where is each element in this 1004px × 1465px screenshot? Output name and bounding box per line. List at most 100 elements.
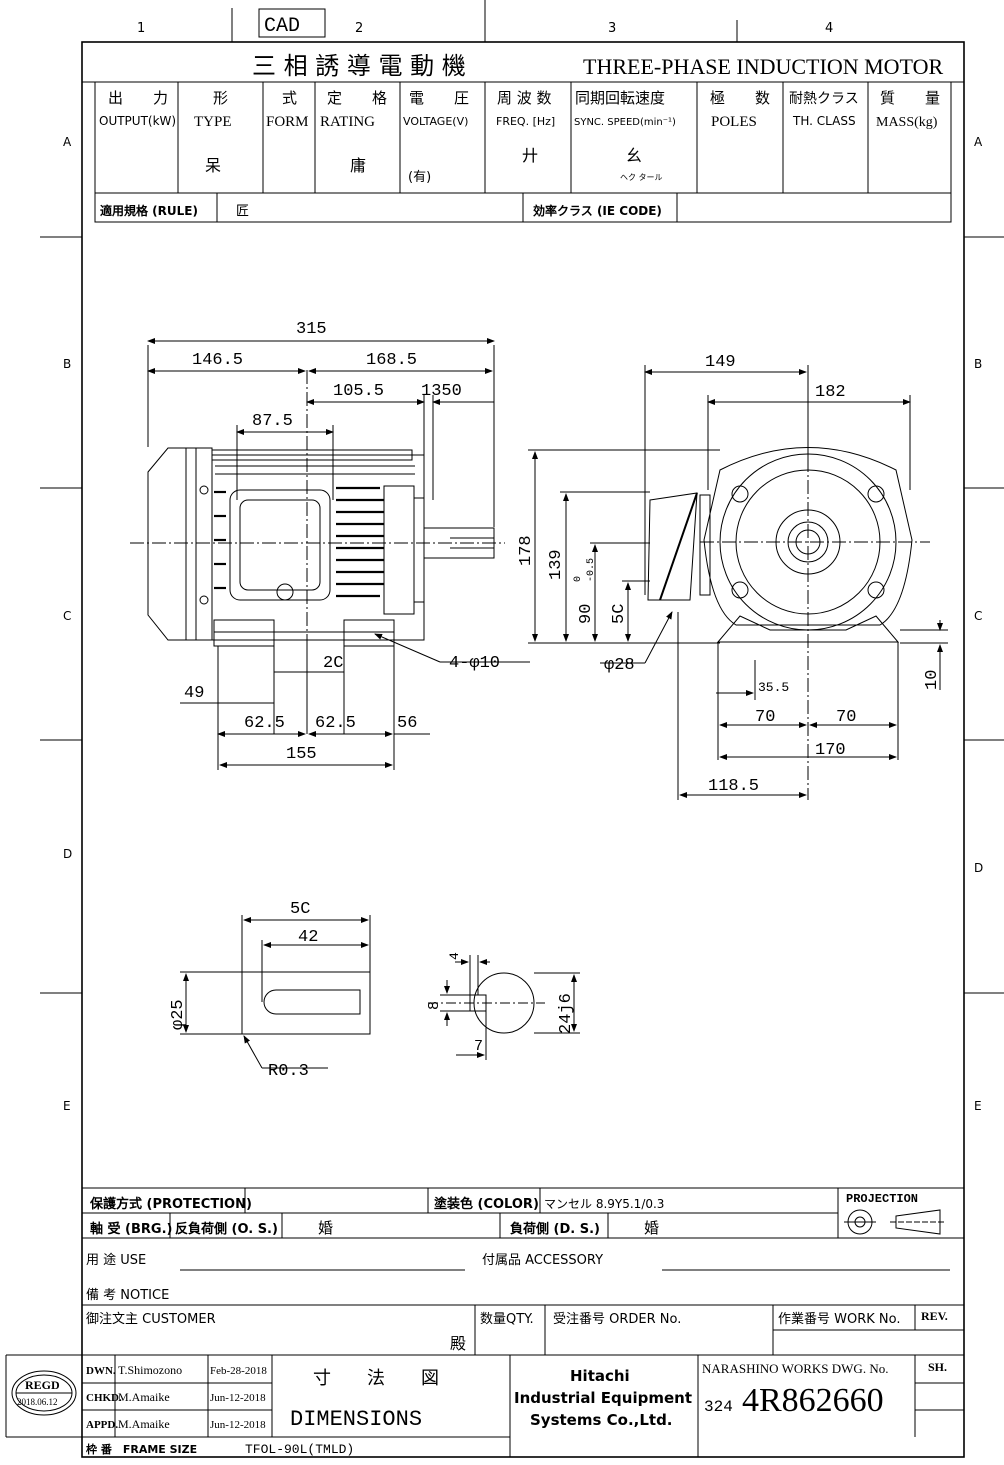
dim-149: 149 (705, 353, 736, 372)
os-label: 反負荷側 (O. S.) (175, 1221, 278, 1237)
val-sync: 幺 (626, 146, 642, 165)
val-rating: 庸 (350, 156, 366, 175)
title-en: THREE-PHASE INDUCTION MOTOR (583, 54, 943, 79)
hdr-freq-en: FREQ. [Hz] (496, 115, 555, 128)
qty-label: 数量QTY. (480, 1312, 534, 1327)
bearing-label: 軸 受 (BRG.) (90, 1221, 172, 1237)
title-dimensions-jp: 寸 法 図 (313, 1368, 439, 1389)
hdr-freq: 周 波 数 (497, 89, 552, 107)
hdr-thclass-en: TH. CLASS (792, 114, 856, 128)
dim-182: 182 (815, 383, 846, 402)
hdr-output-en: OUTPUT(kW) (99, 114, 176, 128)
order-label: 受注番号 ORDER No. (553, 1312, 681, 1327)
spec-values: 呆 庸 (有) 廾 幺 ヘク タール 適用規格 (RULE) 匠 効率クラス (… (100, 146, 663, 219)
ds-label: 負荷側 (D. S.) (510, 1221, 600, 1237)
work-label: 作業番号 WORK No. (778, 1311, 901, 1327)
end-dim-labels: 149 182 178 139 90 0 -0.5 5C φ28 35.5 70… (517, 353, 942, 796)
hdr-thclass: 耐熱クラス (789, 91, 859, 107)
dim-62-5-left: 62.5 (244, 714, 285, 733)
hdr-form-en: FORM (266, 114, 309, 130)
row-letter: E (974, 1099, 982, 1113)
col-number: 2 (355, 21, 363, 36)
protection-label: 保護方式 (PROTECTION) (89, 1196, 252, 1212)
row-letter: C (974, 609, 982, 623)
notice-label: 備 考 NOTICE (86, 1287, 169, 1303)
regd-label: REGD (25, 1378, 60, 1392)
hdr-voltage-en: VOLTAGE(V) (403, 115, 468, 128)
hdr-mass-en: MASS(kg) (876, 115, 938, 130)
side-dimensions (147, 338, 530, 770)
val-type: 呆 (205, 156, 221, 175)
dim-49: 49 (184, 684, 204, 703)
appd-date: Jun-12-2018 (210, 1419, 266, 1431)
dim-87-5: 87.5 (252, 412, 293, 431)
shaft-detail (180, 915, 580, 1069)
ie-label: 効率クラス (IE CODE) (533, 203, 662, 218)
dim-90: 90 (577, 604, 596, 624)
hdr-type-en: TYPE (194, 114, 232, 130)
cad-box (258, 8, 326, 38)
spec-headers: 出 力 OUTPUT(kW) 形 TYPE 式 FORM 定 格 RATING … (99, 89, 940, 130)
row-letter: A (63, 135, 72, 149)
dim-10: 10 (923, 670, 942, 690)
hdr-poles: 極 数 (710, 89, 770, 107)
dim-118-5: 118.5 (708, 777, 759, 796)
row-letter: B (63, 357, 71, 371)
accessory-label: 付属品 ACCESSORY (482, 1253, 603, 1268)
frame-value: TFOL-90L(TMLD) (245, 1442, 354, 1457)
hdr-poles-en: POLES (711, 114, 757, 130)
dim-62-5-right: 62.5 (315, 714, 356, 733)
title-jp: 三 相 誘 導 電 動 機 (252, 52, 466, 80)
chkd-name: M.Amaike (118, 1390, 170, 1404)
hdr-output: 出 力 (108, 89, 168, 107)
color-value: マンセル 8.9Y5.1/0.3 (544, 1197, 664, 1211)
company-line-3: Systems Co.,Ltd. (530, 1411, 673, 1429)
title-dimensions-en: DIMENSIONS (290, 1407, 422, 1432)
dim-phi25: φ25 (169, 999, 188, 1030)
appd-name: M.Amaike (118, 1417, 170, 1431)
os-value: 婚 (318, 1219, 333, 1237)
end-dimensions (528, 365, 948, 800)
dwg-label: NARASHINO WORKS DWG. No. (702, 1361, 888, 1376)
cad-label: CAD (264, 15, 300, 38)
chkd-label: CHKD. (86, 1392, 122, 1404)
hdr-voltage: 電 圧 (409, 89, 469, 107)
customer-suffix: 殿 (450, 1334, 466, 1353)
dim-168-5: 168.5 (366, 351, 417, 370)
rule-value: 匠 (236, 204, 249, 219)
col-number: 3 (608, 21, 616, 36)
dim-178: 178 (517, 535, 536, 566)
dwn-date: Feb-28-2018 (210, 1365, 267, 1377)
val-freq: 廾 (522, 146, 538, 165)
row-letter: B (974, 357, 982, 371)
row-letter: A (974, 135, 983, 149)
use-label: 用 途 USE (86, 1252, 146, 1268)
dim-70-left: 70 (755, 708, 775, 727)
color-label: 塗装色 (COLOR) (434, 1196, 539, 1212)
dwg-number: 4R862660 (742, 1382, 884, 1419)
dim-shaft-5c: 5C (290, 900, 310, 919)
row-letter: C (63, 609, 71, 623)
hdr-rating-en: RATING (320, 114, 375, 130)
zone-labels: 1 2 3 4 CAD A A B B C C D D E E (63, 15, 983, 1113)
dim-2c: 2C (323, 654, 343, 673)
frame-label: 枠 番 FRAME SIZE (86, 1442, 197, 1456)
dim-56: 56 (397, 714, 417, 733)
col-number: 4 (825, 21, 833, 36)
row-letter: D (974, 861, 983, 875)
dim-key-4: 4 (447, 952, 462, 960)
val-voltage: (有) (408, 170, 431, 185)
dim-155: 155 (286, 745, 317, 764)
company-line-2: Industrial Equipment (514, 1389, 692, 1407)
hdr-form: 式 (282, 89, 297, 107)
hdr-sync: 同期回転速度 (575, 89, 665, 107)
dim-35-5: 35.5 (758, 680, 789, 695)
title-block: 三 相 誘 導 電 動 機 THREE-PHASE INDUCTION MOTO… (252, 52, 943, 80)
dim-139: 139 (547, 549, 566, 580)
dim-70-right: 70 (836, 708, 856, 727)
bottom-labels: 保護方式 (PROTECTION) 塗装色 (COLOR) マンセル 8.9Y5… (17, 1192, 948, 1457)
dim-90-tol-up: 0 (573, 576, 584, 582)
dim-4-phi10: 4-φ10 (449, 654, 500, 673)
end-view (647, 370, 930, 800)
